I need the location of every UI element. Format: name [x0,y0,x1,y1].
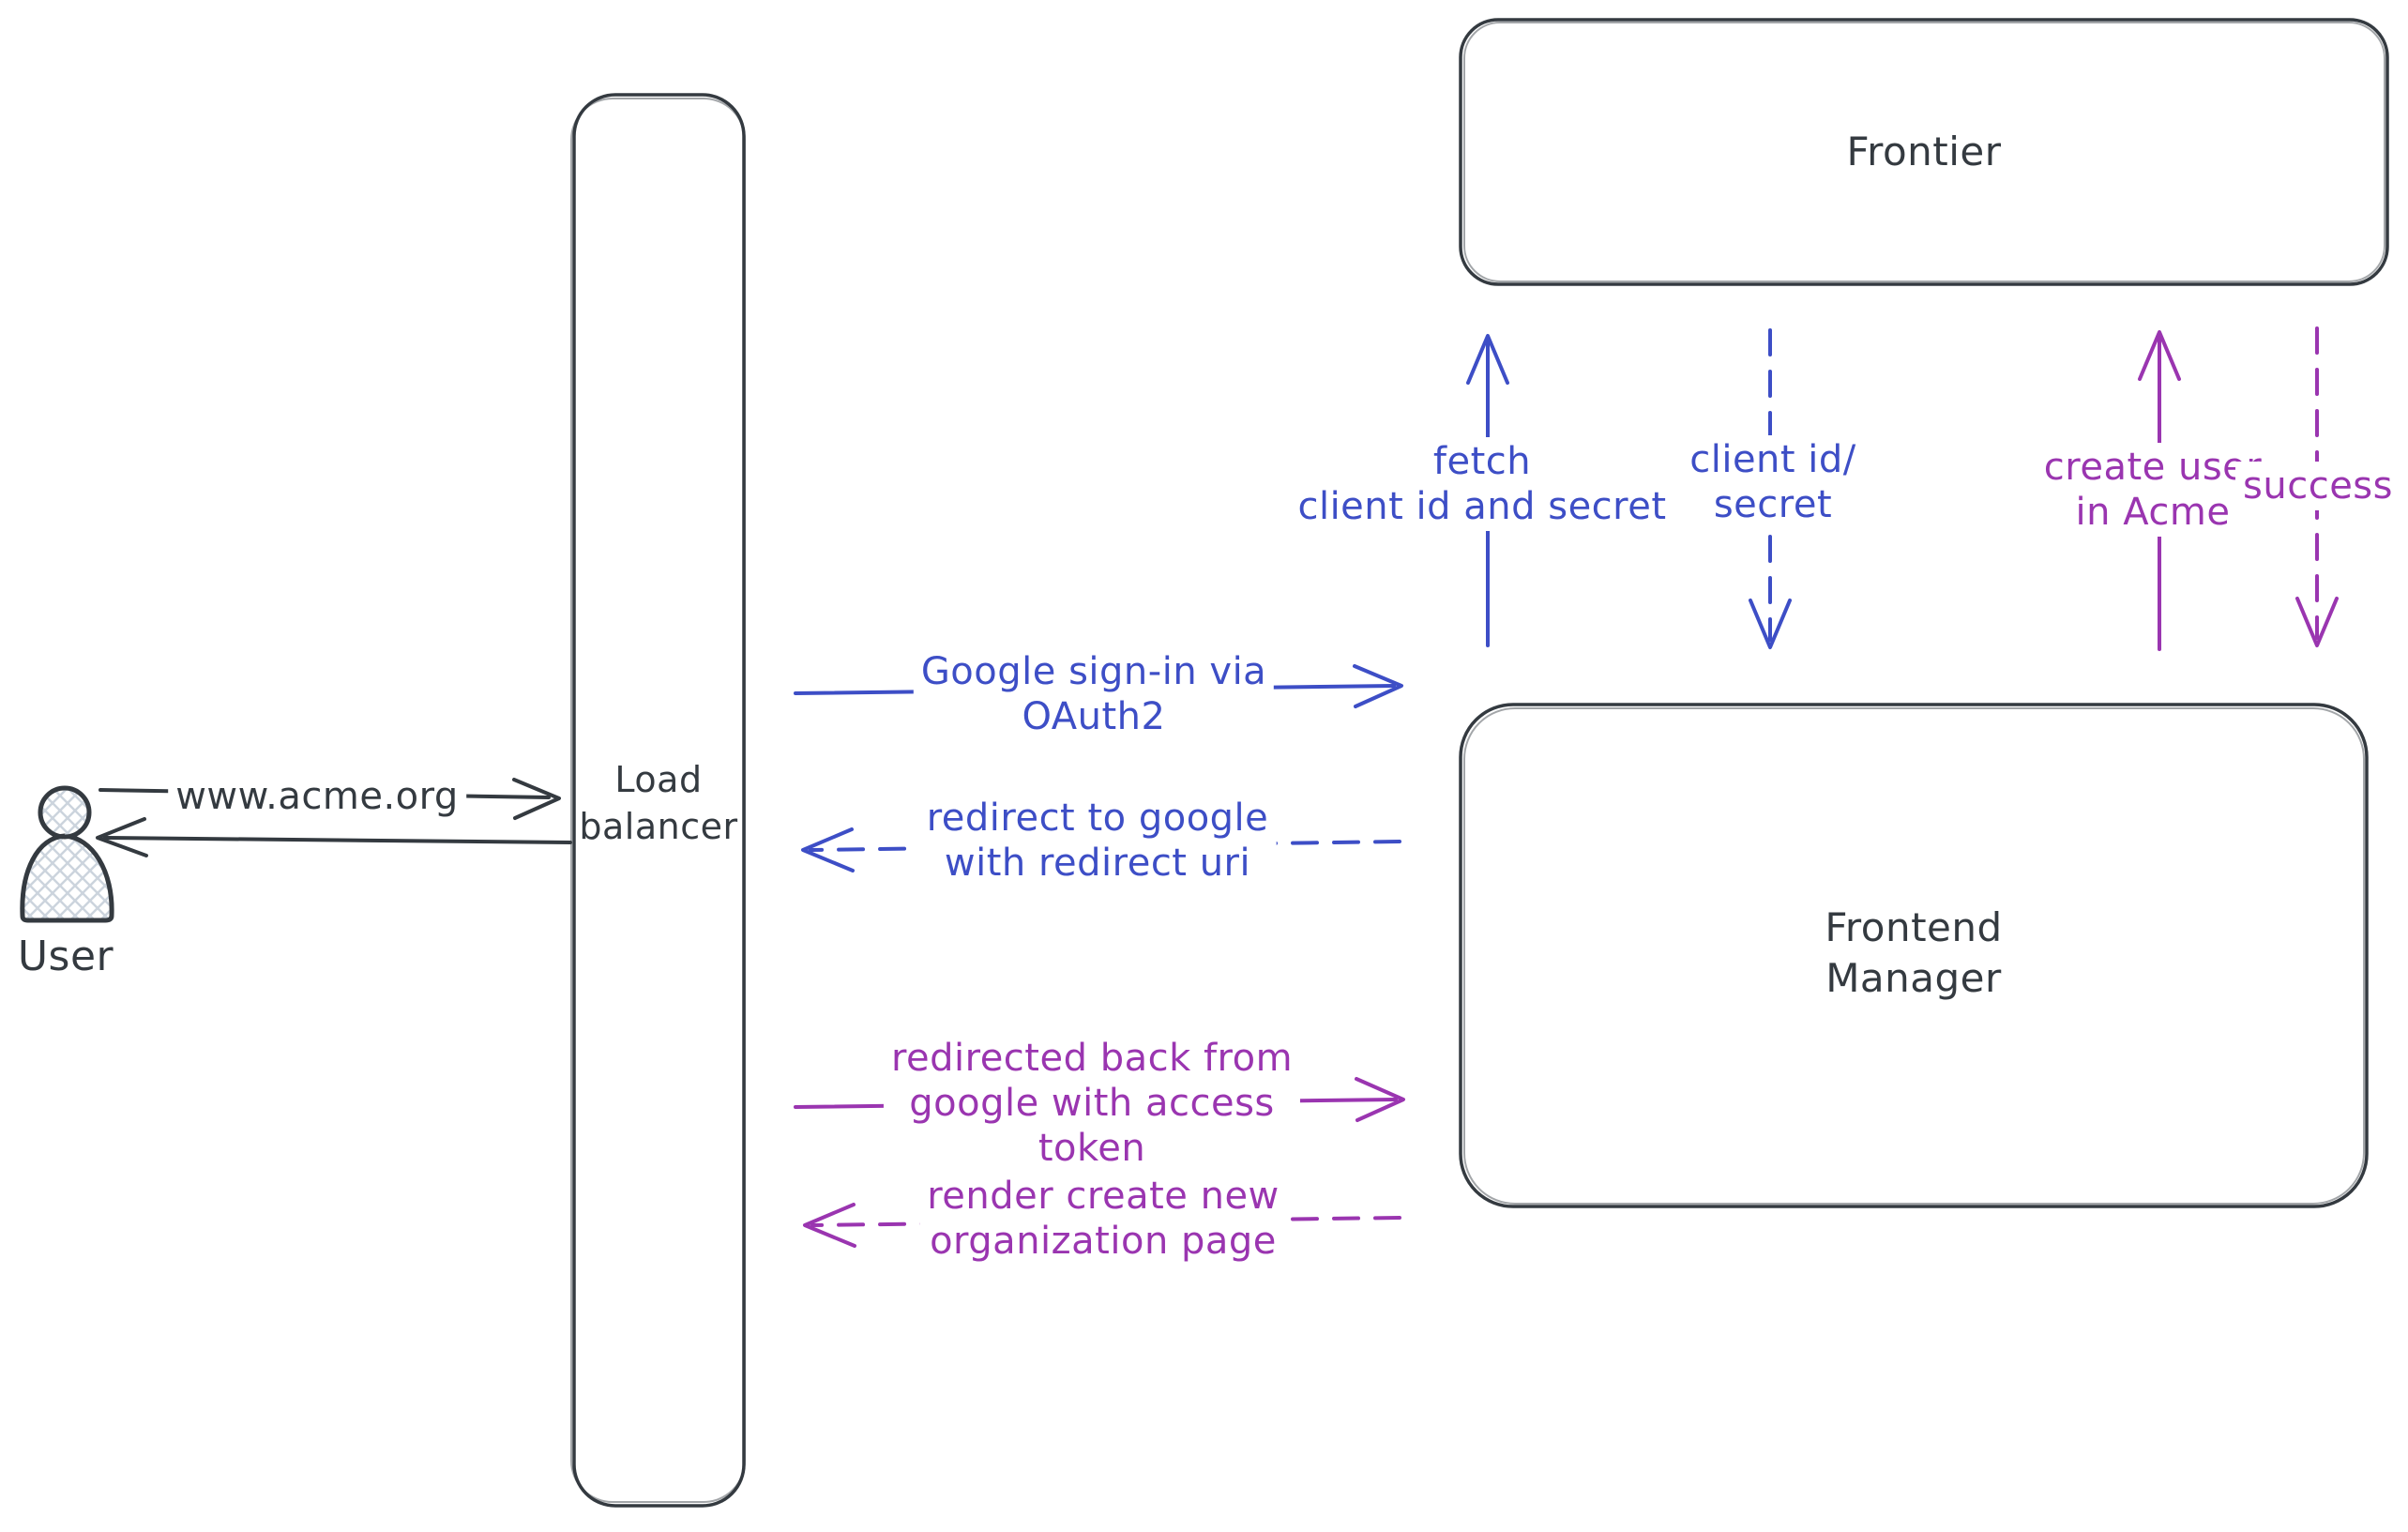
edge-label-render-org-page[interactable]: render create new organization page [919,1172,1287,1266]
frontend-manager-rect-echo [1463,707,2365,1205]
frontend-manager-label[interactable]: Frontend Manager [1825,904,2003,1001]
load-balancer-box[interactable] [570,93,746,1508]
arrow-fetch-client-head [1466,334,1509,385]
frontier-box[interactable] [1459,18,2389,286]
edge-label-redirected-back[interactable]: redirected back from google with access … [883,1034,1301,1173]
arrow-success-head [2295,597,2339,647]
arrow-www-acme-head [512,778,561,820]
user-head [38,785,92,840]
edge-label-fetch-client[interactable]: fetch client id and secret [1290,437,1674,531]
edge-label-www-acme[interactable]: www.acme.org [168,772,466,821]
load-balancer-label[interactable]: Load balancer [579,759,738,847]
arrow-redirected-back-head [1355,1077,1405,1122]
user-figure-icon[interactable] [20,785,114,923]
frontier-rect-echo [1463,22,2385,282]
edge-label-create-user[interactable]: create user in Acme [2036,443,2270,537]
user-body [20,833,114,923]
arrow-return-head [96,817,148,857]
edge-label-google-signin[interactable]: Google sign-in via OAuth2 [913,647,1275,741]
frontend-manager-rect [1459,703,2369,1208]
arrow-return-line [103,836,572,844]
arrow-client-id-secret[interactable] [1749,328,1792,649]
edge-label-redirect-google[interactable]: redirect to google with redirect uri [918,794,1277,887]
load-balancer-rect [572,93,746,1508]
edge-label-success[interactable]: success [2235,462,2400,510]
arrow-create-user-head [2138,330,2181,381]
arrow-client-id-secret-head [1749,599,1792,649]
arrow-render-org-page-head [803,1203,856,1248]
edge-label-client-id-secret[interactable]: client id/ secret [1682,435,1864,529]
arrow-google-signin-head [1353,664,1403,708]
frontier-rect [1459,18,2389,286]
arrow-success[interactable] [2295,326,2339,647]
load-balancer-rect-echo [570,98,746,1503]
user-label[interactable]: User [17,933,114,980]
frontend-manager-box[interactable] [1459,703,2369,1208]
arrow-redirect-google-head [801,827,855,872]
arrow-return-to-user[interactable] [96,817,572,857]
frontier-label[interactable]: Frontier [1846,129,2002,174]
